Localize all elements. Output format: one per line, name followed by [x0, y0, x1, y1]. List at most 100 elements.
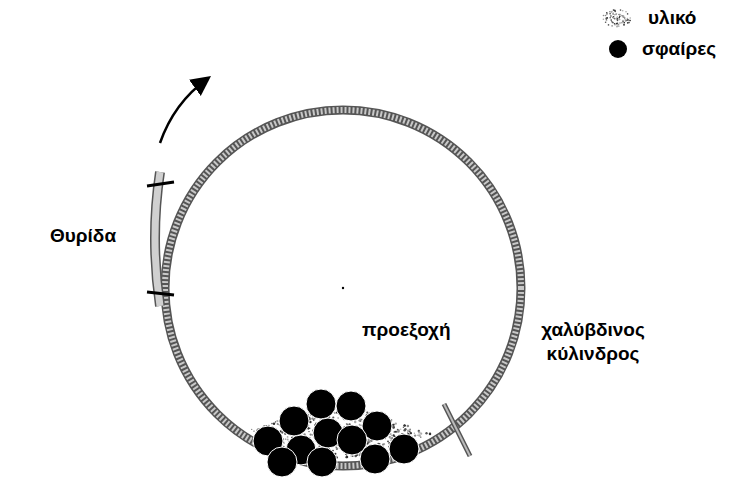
- speckle: [389, 436, 391, 438]
- speckle: [606, 14, 608, 16]
- speckle: [361, 419, 362, 420]
- speckle: [429, 433, 432, 436]
- speckle: [616, 26, 618, 28]
- speckle: [627, 13, 629, 15]
- speckle: [337, 417, 338, 418]
- legend-text: σφαίρες: [642, 37, 716, 61]
- speckle: [335, 447, 337, 449]
- speckle: [611, 11, 613, 13]
- legend-material-sample: [603, 9, 631, 27]
- ball: [279, 406, 309, 436]
- speckle: [414, 434, 416, 436]
- speckle: [617, 18, 619, 20]
- speckle: [410, 432, 412, 434]
- speckle: [610, 19, 612, 21]
- speckle: [420, 436, 421, 437]
- speckle: [308, 431, 309, 432]
- speckle: [394, 431, 396, 433]
- legend-text: υλικό: [648, 6, 696, 30]
- speckle: [610, 15, 612, 17]
- speckle: [622, 21, 624, 23]
- speckle: [409, 429, 411, 431]
- speckle: [611, 21, 613, 23]
- speckle: [614, 10, 616, 12]
- balls: [253, 389, 419, 477]
- speckle: [625, 19, 627, 21]
- rotation-arrow: [160, 79, 207, 143]
- speckle: [603, 15, 605, 17]
- cylinder-label: χαλύβδινος κύλινδρος: [528, 318, 658, 366]
- speckle: [400, 429, 401, 430]
- speckle: [611, 25, 613, 27]
- speckle: [425, 432, 427, 434]
- speckle: [618, 24, 620, 26]
- speckle: [369, 441, 371, 443]
- speckle: [605, 21, 607, 23]
- speckle: [346, 456, 348, 458]
- cylinder-hatch: [165, 110, 521, 466]
- projection-label: προεξοχή: [362, 318, 451, 342]
- speckle: [622, 10, 624, 12]
- ball: [306, 389, 336, 419]
- speckle: [619, 14, 621, 16]
- projection-hatch: [444, 404, 470, 456]
- speckle: [273, 422, 275, 424]
- speckle: [346, 423, 348, 425]
- speckle: [623, 16, 625, 18]
- speckle: [614, 14, 616, 16]
- speckle: [608, 24, 610, 26]
- cylinder-shell: [165, 110, 521, 466]
- speckle: [393, 434, 395, 436]
- speckle: [609, 13, 611, 15]
- speckle: [627, 18, 629, 20]
- speckle: [615, 14, 617, 16]
- speckle: [613, 17, 615, 19]
- speckle: [276, 420, 278, 422]
- speckle: [359, 419, 361, 421]
- speckle: [287, 439, 289, 441]
- speckle: [397, 430, 400, 433]
- speckle: [616, 18, 618, 20]
- ball: [336, 391, 366, 421]
- speckle: [414, 432, 415, 433]
- speckle: [616, 23, 618, 25]
- speckle: [623, 17, 625, 19]
- speckle: [253, 430, 254, 431]
- speckle: [389, 437, 391, 439]
- ball: [389, 434, 419, 464]
- speckle: [617, 16, 619, 18]
- speckle: [334, 412, 336, 414]
- speckle: [629, 17, 631, 19]
- speckle: [612, 22, 614, 24]
- speckle: [336, 448, 339, 451]
- speckle: [618, 18, 620, 20]
- speckle: [359, 424, 361, 426]
- speckle: [403, 426, 404, 427]
- speckle: [287, 436, 289, 438]
- speckle: [621, 15, 623, 17]
- speckle: [605, 15, 607, 17]
- speckle: [277, 423, 279, 425]
- speckle: [387, 440, 389, 442]
- door-label: Θυρίδα: [50, 224, 116, 248]
- speckle: [623, 24, 625, 26]
- speckle: [627, 19, 629, 21]
- speckle: [359, 419, 361, 421]
- speckle: [615, 11, 617, 13]
- speckle: [271, 423, 273, 425]
- speckle: [614, 24, 616, 26]
- speckle: [619, 22, 621, 24]
- speckle: [392, 426, 395, 429]
- speckle: [617, 20, 619, 22]
- speckle: [627, 22, 629, 24]
- speckle: [285, 438, 287, 440]
- speckle: [360, 420, 361, 421]
- ball: [307, 447, 337, 477]
- speckle: [283, 442, 284, 443]
- speckle: [613, 17, 615, 19]
- speckle: [616, 13, 618, 15]
- speckle: [612, 14, 614, 16]
- speckle: [397, 429, 399, 431]
- speckle: [610, 11, 612, 13]
- speckle: [407, 425, 410, 428]
